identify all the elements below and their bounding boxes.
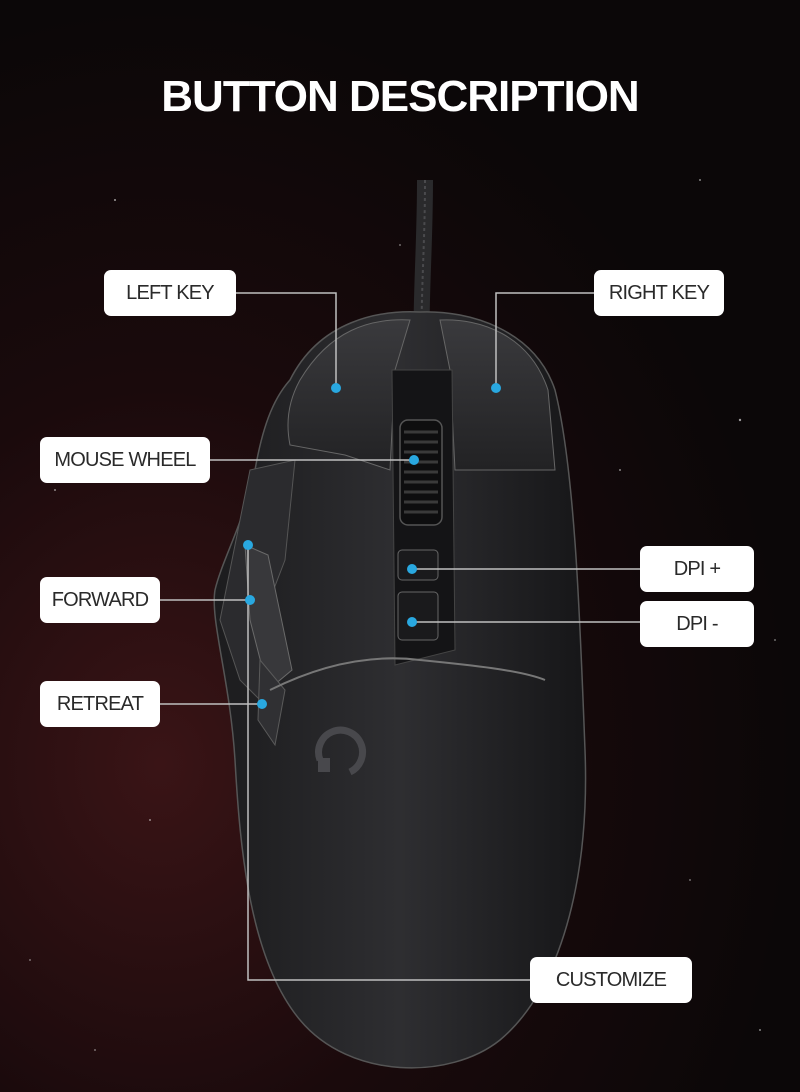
label-mouse-wheel: MOUSE WHEEL — [40, 437, 210, 483]
label-dpi-minus: DPI - — [640, 601, 754, 647]
label-dpi-plus: DPI + — [640, 546, 754, 592]
brand-logo-icon — [315, 726, 366, 776]
page-title: BUTTON DESCRIPTION — [161, 72, 639, 121]
label-right-key: RIGHT KEY — [594, 270, 724, 316]
label-forward: FORWARD — [40, 577, 160, 623]
label-left-key: LEFT KEY — [104, 270, 236, 316]
label-customize: CUSTOMIZE — [530, 957, 692, 1003]
label-retreat: RETREAT — [40, 681, 160, 727]
